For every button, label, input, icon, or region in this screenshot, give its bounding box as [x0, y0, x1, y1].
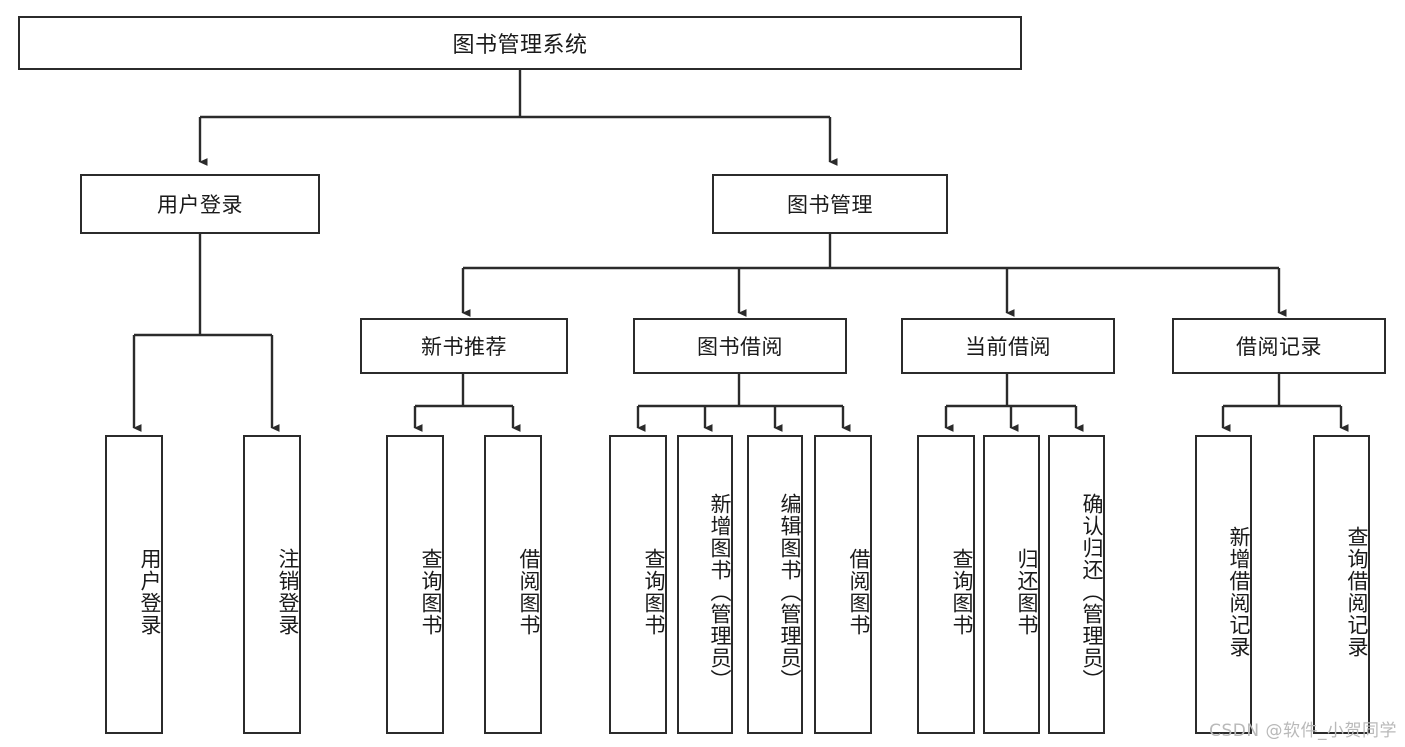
leaf-record-query-record[interactable]: 查询借阅记录 [1313, 435, 1370, 734]
node-label: 查询借阅记录 [1345, 525, 1369, 658]
node-label: 查询图书 [419, 547, 443, 636]
leaf-record-add-record[interactable]: 新增借阅记录 [1195, 435, 1252, 734]
node-label: 归还图书 [1015, 547, 1039, 636]
node-user-login[interactable]: 用户登录 [80, 174, 320, 234]
node-book-borrow[interactable]: 图书借阅 [633, 318, 847, 374]
leaf-user-login-login[interactable]: 用户登录 [105, 435, 163, 734]
node-label: 新书推荐 [421, 335, 507, 359]
node-book-management[interactable]: 图书管理 [712, 174, 948, 234]
node-label: 注销登录 [276, 547, 300, 636]
watermark-text: CSDN @软件_小贺同学 [1209, 721, 1397, 741]
node-label: 新增借阅记录 [1227, 525, 1251, 658]
leaf-current-query-book[interactable]: 查询图书 [917, 435, 975, 734]
leaf-recommend-borrow-book[interactable]: 借阅图书 [484, 435, 542, 734]
leaf-borrow-add-book-admin[interactable]: 新增图书（管理员） [677, 435, 733, 734]
node-label: 图书管理 [787, 193, 873, 217]
node-label: 查询图书 [950, 547, 974, 636]
node-label: 图书借阅 [697, 335, 783, 359]
node-label: 确认归还（管理员） [1080, 492, 1104, 691]
node-label: 用户登录 [138, 547, 162, 636]
node-current-borrow[interactable]: 当前借阅 [901, 318, 1115, 374]
leaf-current-confirm-return-admin[interactable]: 确认归还（管理员） [1048, 435, 1105, 734]
node-new-book-recommend[interactable]: 新书推荐 [360, 318, 568, 374]
leaf-borrow-edit-book-admin[interactable]: 编辑图书（管理员） [747, 435, 803, 734]
node-label: 借阅记录 [1236, 335, 1322, 359]
node-label: 借阅图书 [847, 547, 871, 636]
leaf-borrow-borrow-book[interactable]: 借阅图书 [814, 435, 872, 734]
node-label: 当前借阅 [965, 335, 1051, 359]
node-label: 借阅图书 [517, 547, 541, 636]
node-borrow-record[interactable]: 借阅记录 [1172, 318, 1386, 374]
leaf-user-login-logout[interactable]: 注销登录 [243, 435, 301, 734]
node-label: 查询图书 [642, 547, 666, 636]
node-label: 图书管理系统 [452, 33, 588, 58]
node-root-system[interactable]: 图书管理系统 [18, 16, 1022, 70]
leaf-current-return-book[interactable]: 归还图书 [983, 435, 1040, 734]
node-label: 用户登录 [157, 193, 243, 217]
node-label: 编辑图书（管理员） [778, 492, 802, 691]
node-label: 新增图书（管理员） [708, 492, 732, 691]
leaf-borrow-query-book[interactable]: 查询图书 [609, 435, 667, 734]
leaf-recommend-query-book[interactable]: 查询图书 [386, 435, 444, 734]
